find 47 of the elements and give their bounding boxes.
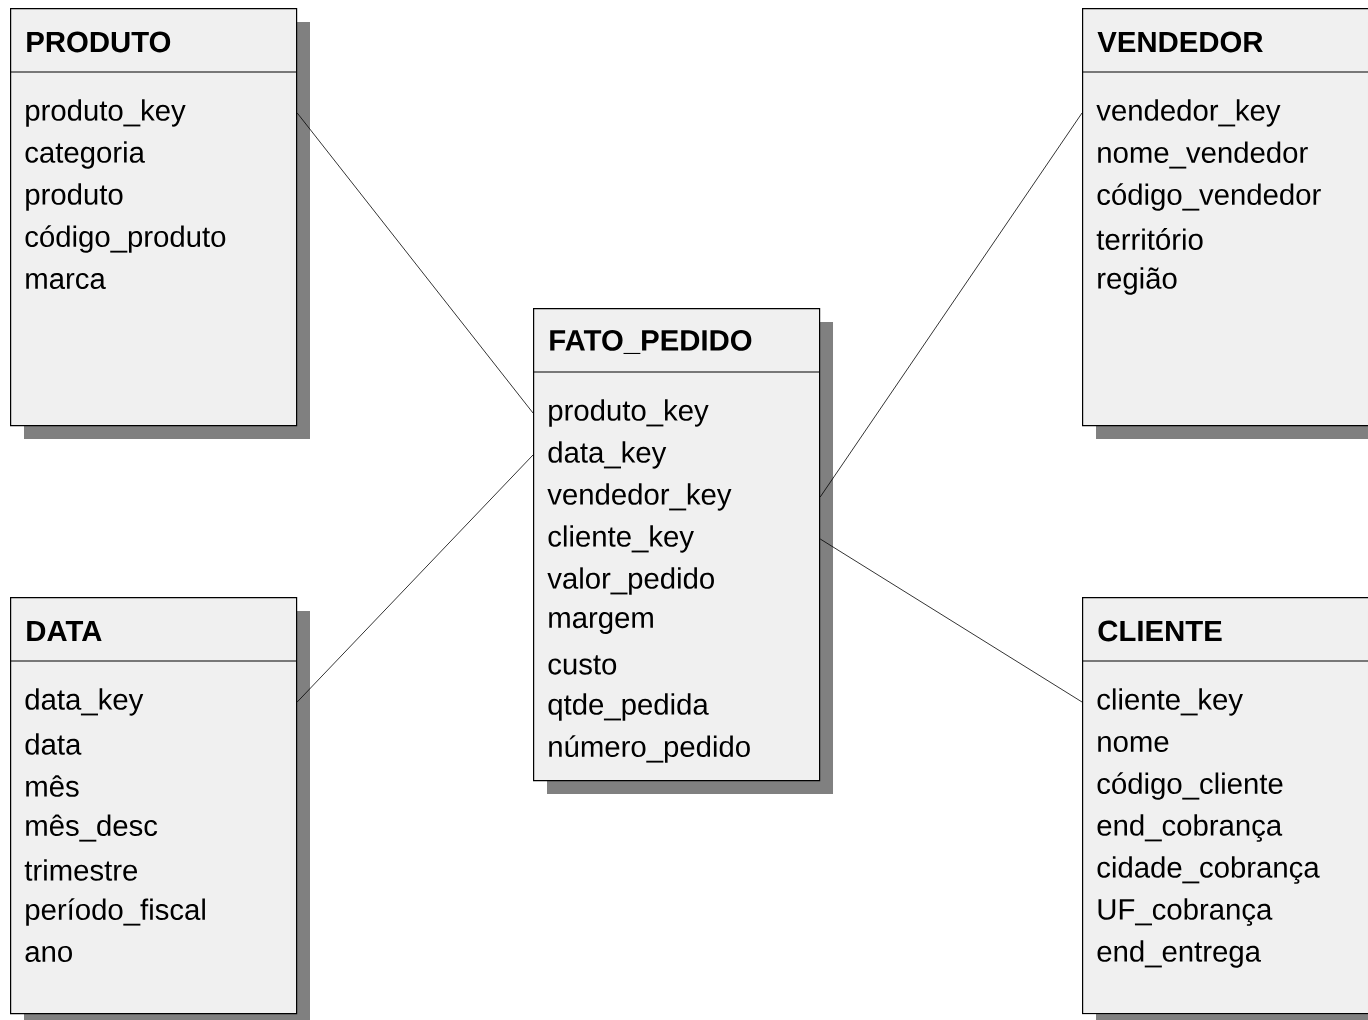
attribute-text: valor_pedido	[547, 567, 714, 595]
attribute-text: mês_desc	[26, 814, 158, 842]
attribute-text: UF_cobrança	[1098, 898, 1273, 926]
connector-line	[296, 112, 534, 414]
table-box	[9, 8, 310, 439]
table-box	[1081, 8, 1368, 439]
attribute-text: end_entrega	[1097, 940, 1261, 968]
connector-line	[819, 112, 1083, 498]
attribute-text: margem	[549, 612, 653, 634]
attribute-text: cliente_key	[548, 525, 694, 553]
table-title: FATO_PEDIDO	[550, 329, 752, 354]
attribute-text: região	[1098, 267, 1177, 295]
connector-line	[819, 538, 1083, 703]
attribute-text: período_fiscal	[26, 898, 205, 926]
attribute-text: produto_key	[26, 99, 186, 127]
attribute-text: nome	[1098, 735, 1169, 753]
attribute-text: data_key	[548, 441, 667, 469]
table-title: VENDEDOR	[1097, 31, 1263, 53]
attribute-text: cliente_key	[1097, 688, 1243, 716]
table-box	[532, 308, 833, 794]
attribute-text: código_produto	[25, 225, 226, 253]
attribute-text: produto_key	[549, 399, 709, 427]
attribute-text: código_vendedor	[1097, 183, 1321, 211]
attribute-text: nome_vendedor	[1098, 141, 1308, 169]
attribute-text: end_cobrança	[1097, 814, 1283, 842]
attribute-text: data_key	[25, 688, 144, 716]
attribute-text: qtde_pedida	[548, 693, 709, 721]
table-title: PRODUTO	[27, 31, 171, 53]
attribute-text: código_cliente	[1097, 772, 1283, 800]
attribute-text: número_pedido	[549, 735, 750, 763]
attribute-text: vendedor_key	[547, 483, 732, 511]
attribute-text: categoria	[25, 141, 145, 169]
table-title: CLIENTE	[1098, 620, 1222, 642]
table-title: DATA	[27, 620, 102, 642]
connector-line	[296, 454, 534, 703]
attribute-text: trimestre	[24, 859, 138, 881]
table-box	[9, 597, 310, 1020]
attribute-text: marca	[26, 272, 106, 290]
attribute-text: produto	[26, 183, 123, 211]
attribute-text: cidade_cobrança	[1097, 856, 1320, 884]
attribute-text: custo	[548, 655, 617, 675]
table-box	[1081, 597, 1368, 1020]
attribute-text: território	[1096, 228, 1203, 250]
attribute-text: mês	[26, 775, 79, 797]
attribute-text: ano	[25, 945, 72, 963]
attribute-text: vendedor_key	[1096, 99, 1281, 127]
attribute-text: data	[25, 733, 82, 755]
